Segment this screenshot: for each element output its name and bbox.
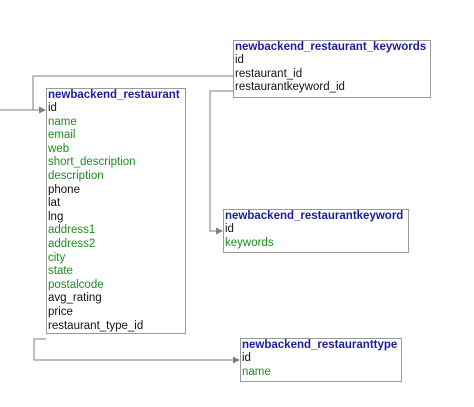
column-email: email — [48, 129, 76, 142]
column-id: id — [235, 54, 244, 66]
column-restaurant-type-id: restaurant_type_id — [48, 319, 144, 332]
column-id: id — [48, 102, 57, 114]
column-state: state — [48, 265, 73, 278]
arrow-restauranttype-id — [233, 356, 240, 364]
column-restaurant-id: restaurant_id — [235, 67, 303, 80]
column-id: id — [225, 223, 234, 235]
link-restaurant-restauranttype — [33, 338, 234, 361]
column-address2: address2 — [48, 237, 96, 250]
column-keywords: keywords — [225, 236, 274, 249]
column-avg-rating: avg_rating — [48, 292, 102, 305]
table-title: newbackend_restaurant — [48, 89, 180, 101]
table-title: newbackend_restauranttype — [242, 339, 398, 351]
column-id: id — [242, 352, 251, 364]
column-name: name — [242, 365, 271, 378]
table-title: newbackend_restaurantkeyword — [225, 210, 404, 222]
column-address1: address1 — [48, 224, 96, 237]
link-keywords-restaurantkeyword — [209, 90, 233, 232]
column-lat: lat — [48, 197, 61, 210]
column-lng: lng — [48, 210, 64, 223]
column-postalcode: postalcode — [48, 278, 104, 291]
column-web: web — [48, 142, 70, 155]
column-restaurantkeyword-id: restaurantkeyword_id — [235, 81, 345, 94]
table-title: newbackend_restaurant_keywords — [235, 41, 427, 53]
column-name: name — [48, 115, 77, 128]
column-short-description: short_description — [48, 156, 136, 169]
arrow-restaurantkeyword-id — [216, 227, 223, 235]
column-city: city — [48, 251, 66, 264]
column-price: price — [48, 305, 73, 318]
arrow-restaurant-id — [39, 106, 46, 114]
column-phone: phone — [48, 183, 80, 196]
column-description: description — [48, 169, 104, 182]
